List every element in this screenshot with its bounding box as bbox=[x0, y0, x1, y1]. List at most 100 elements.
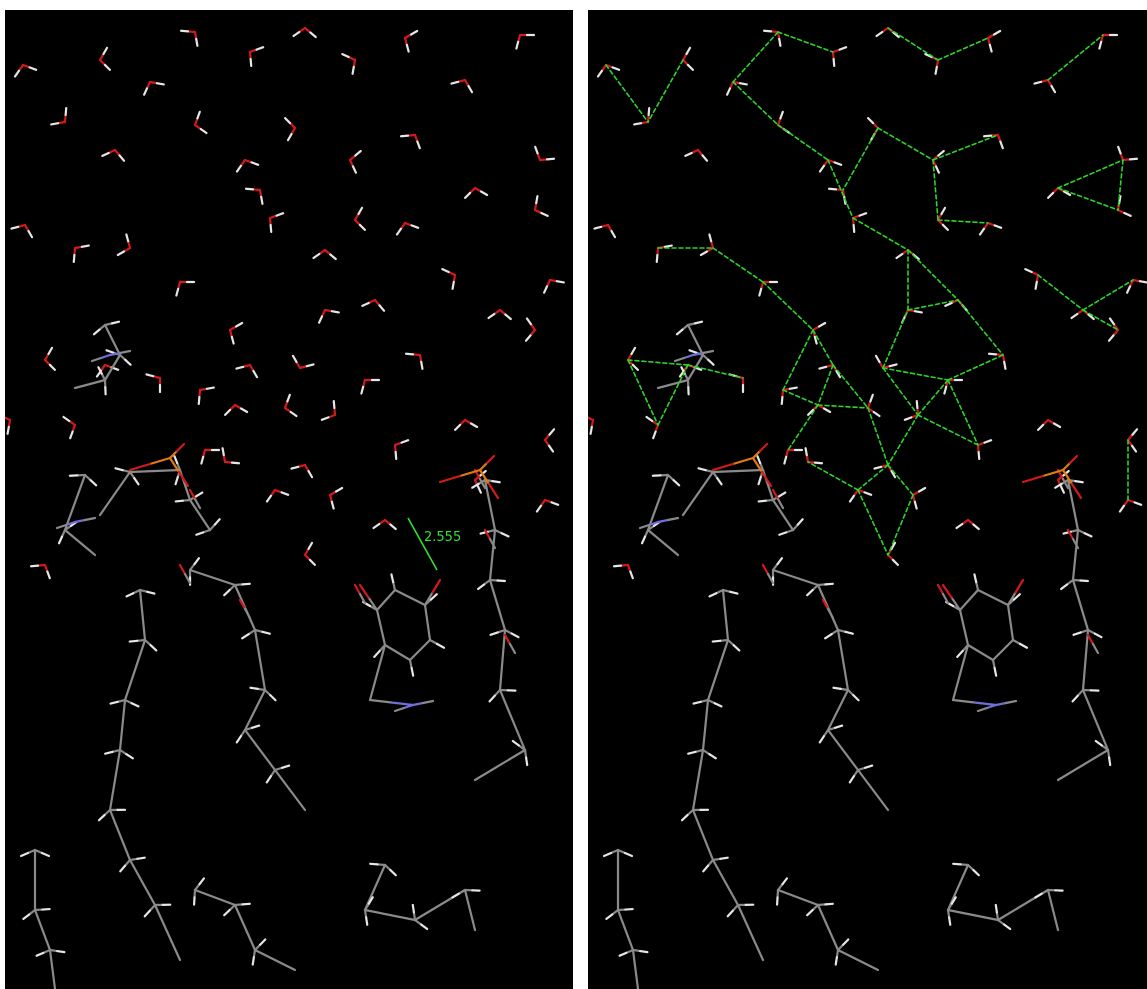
water-molecule bbox=[145, 373, 162, 394]
hydrogen-bond bbox=[627, 359, 659, 426]
distance-measurement: 2.555 bbox=[407, 517, 461, 571]
hydrogen-bond bbox=[907, 249, 959, 301]
water-molecule bbox=[292, 26, 317, 39]
hydrogen-bond bbox=[882, 309, 909, 369]
lipid-chain bbox=[946, 862, 1064, 932]
hydrogen-bond bbox=[627, 359, 689, 366]
hydrogen-bond bbox=[852, 217, 909, 251]
hydrogen-bond bbox=[1082, 279, 1134, 311]
hydrogen-bond bbox=[1037, 274, 1084, 311]
water-molecule bbox=[762, 29, 782, 47]
hydrogen-bond bbox=[605, 64, 649, 123]
water-molecule bbox=[197, 386, 215, 406]
water-molecule bbox=[291, 354, 315, 370]
water-molecule bbox=[807, 403, 832, 416]
water-molecule bbox=[515, 33, 536, 50]
water-molecule bbox=[265, 488, 290, 503]
water-molecule bbox=[612, 563, 634, 580]
water-molecule bbox=[487, 308, 512, 321]
hydrogen-bond bbox=[857, 489, 889, 556]
water-molecule bbox=[312, 248, 337, 261]
water-molecule bbox=[699, 233, 715, 257]
lipid-chain bbox=[19, 848, 66, 989]
hydrogen-bond bbox=[917, 414, 979, 446]
hydrogen-bond bbox=[907, 299, 959, 311]
aromatic-ring bbox=[941, 573, 1029, 707]
hydrogen-bond bbox=[817, 364, 834, 406]
hydrogen-bond bbox=[877, 127, 934, 161]
water-molecule bbox=[596, 63, 621, 78]
hydrogen-bond bbox=[857, 464, 889, 491]
water-molecule bbox=[221, 447, 241, 465]
water-molecule bbox=[360, 378, 381, 395]
water-molecule bbox=[1098, 33, 1119, 50]
water-molecule bbox=[955, 518, 980, 531]
hydrogen-bond bbox=[917, 379, 949, 416]
water-molecule bbox=[399, 133, 421, 150]
hydrogen-bond bbox=[827, 159, 854, 219]
water-molecule bbox=[978, 221, 1003, 236]
hydrogen-bond bbox=[957, 299, 1004, 356]
hydrogen-bond bbox=[1057, 187, 1119, 211]
water-molecule bbox=[1024, 267, 1040, 290]
molecule-render-with-hbonds[interactable] bbox=[588, 10, 1147, 989]
water-molecule bbox=[936, 206, 949, 231]
water-molecule bbox=[524, 317, 537, 342]
hydrogen-bond bbox=[887, 494, 914, 556]
water-molecule bbox=[175, 280, 196, 297]
water-molecule bbox=[543, 428, 556, 453]
hydrogen-bond bbox=[782, 389, 819, 406]
water-molecule bbox=[976, 439, 993, 461]
water-molecule bbox=[986, 29, 1002, 53]
water-molecule bbox=[10, 223, 34, 239]
water-molecule bbox=[5, 416, 12, 435]
water-molecule bbox=[317, 308, 340, 324]
water-molecule bbox=[283, 393, 298, 418]
lipid-chain bbox=[188, 557, 307, 812]
hydrogen-bond bbox=[887, 464, 914, 496]
water-molecule bbox=[403, 29, 419, 53]
lipid-chain bbox=[681, 455, 804, 536]
molecule-render-without-hbonds[interactable]: 2.555 bbox=[5, 10, 573, 989]
hydrogen-bond bbox=[842, 127, 879, 191]
lipid-chain bbox=[680, 588, 765, 962]
hydrogen-bond bbox=[947, 379, 979, 446]
water-molecule bbox=[268, 212, 285, 234]
water-molecule bbox=[244, 187, 264, 205]
water-molecule bbox=[441, 267, 457, 290]
hydrogen-bond bbox=[782, 329, 814, 391]
lipid-chain bbox=[363, 862, 481, 932]
water-molecule bbox=[353, 206, 366, 231]
hydrogen-bond bbox=[1117, 159, 1124, 211]
hydrogen-bond bbox=[647, 59, 684, 123]
hydrogen-bond bbox=[762, 281, 814, 331]
water-molecule bbox=[681, 46, 694, 71]
molecular-viewer-left-panel[interactable]: 2.555 bbox=[5, 10, 573, 989]
water-molecules bbox=[588, 26, 1147, 580]
hydrogen-bond bbox=[787, 404, 819, 451]
water-molecule bbox=[98, 46, 111, 71]
water-molecule bbox=[284, 117, 297, 142]
water-molecule bbox=[13, 63, 38, 78]
water-molecule bbox=[783, 448, 804, 465]
lipid-chain bbox=[97, 588, 182, 962]
water-molecule bbox=[228, 321, 244, 345]
water-molecule bbox=[50, 106, 68, 126]
lipid-chain bbox=[57, 473, 98, 557]
hydrogen-bond bbox=[1047, 34, 1104, 81]
hydrogen-bond bbox=[937, 37, 989, 61]
water-molecule bbox=[341, 52, 357, 75]
water-molecule bbox=[1117, 145, 1139, 162]
aromatic-ring bbox=[358, 573, 446, 707]
hydrogen-bond bbox=[887, 414, 919, 466]
water-molecule bbox=[1033, 78, 1057, 94]
water-molecule bbox=[224, 403, 249, 416]
water-molecule bbox=[348, 149, 362, 174]
molecular-viewer-right-panel[interactable] bbox=[588, 10, 1147, 989]
water-molecule bbox=[1125, 278, 1147, 294]
hydrogen-bond bbox=[932, 134, 999, 161]
water-molecule bbox=[193, 110, 208, 135]
water-molecule bbox=[235, 363, 259, 379]
water-molecule bbox=[320, 399, 337, 421]
water-molecule bbox=[534, 145, 556, 162]
